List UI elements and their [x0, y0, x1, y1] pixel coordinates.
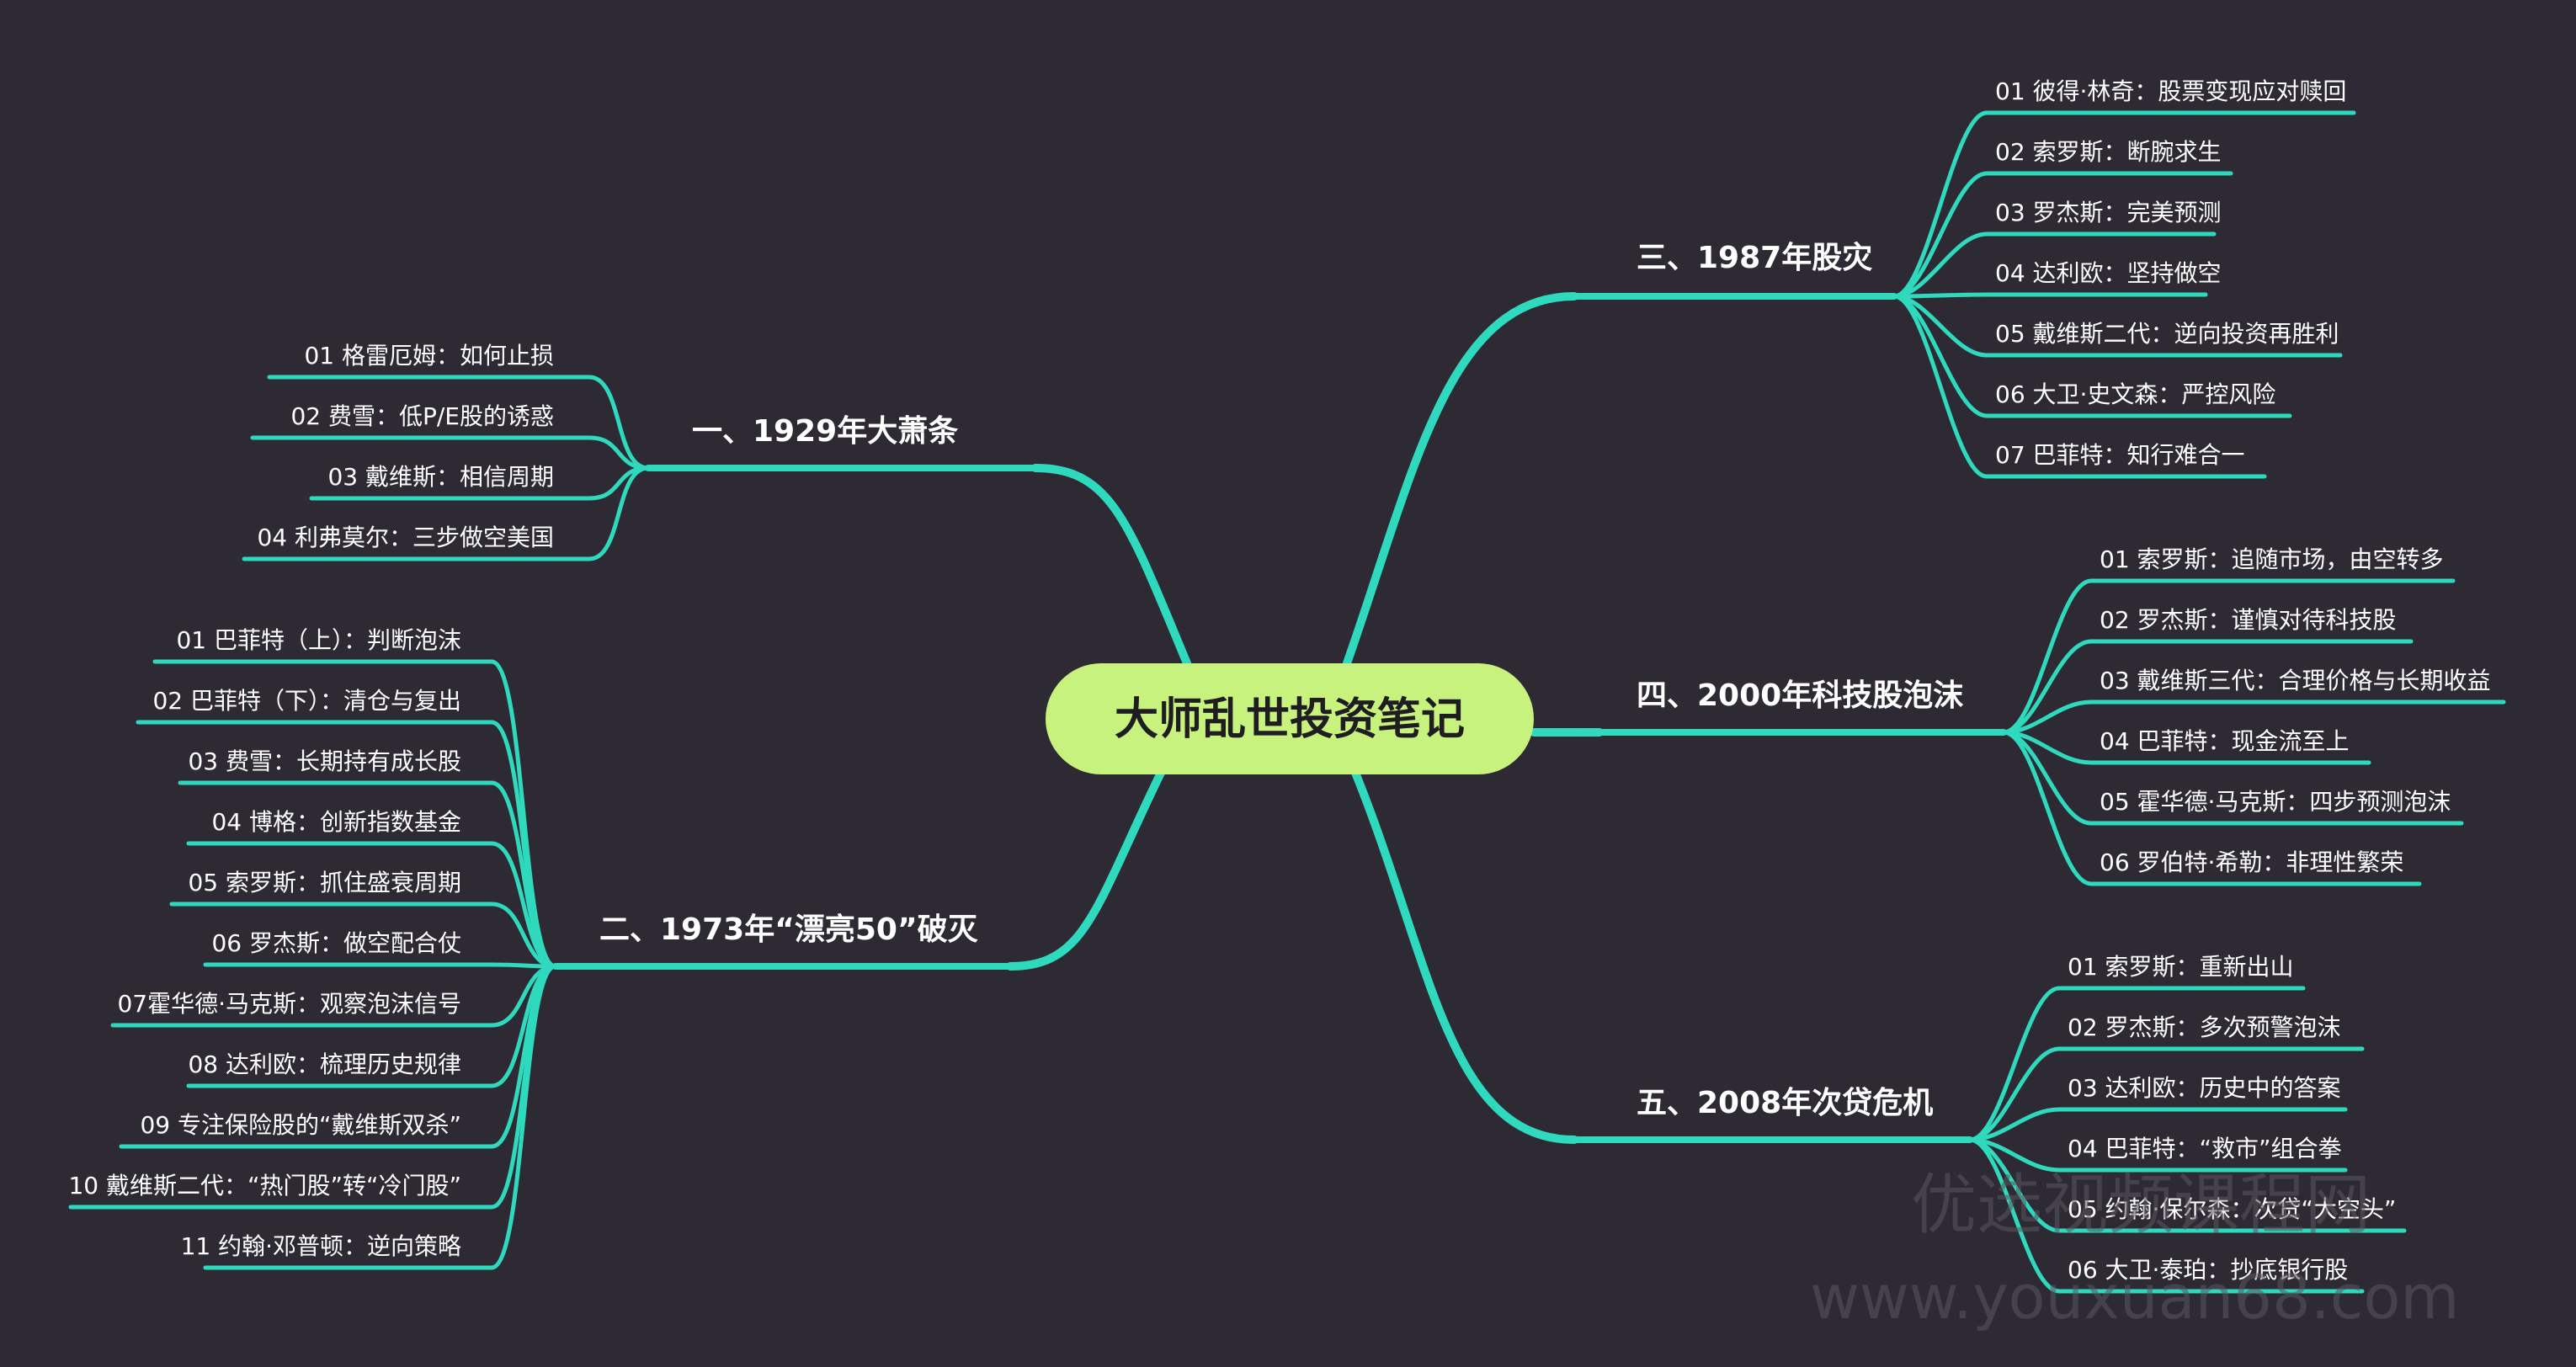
- leaf-1987-connector-6: [1892, 294, 1989, 418]
- leaf-1973-11[interactable]: 11 约翰·邓普顿：逆向策略: [181, 1232, 461, 1260]
- leaf-2000-5[interactable]: 05 霍华德·马克斯：四步预测泡沫: [2100, 788, 2451, 816]
- leaf-2008-6[interactable]: 06 大卫·泰珀：抄底银行股: [2068, 1256, 2348, 1284]
- watermark-line1: 优选视频课程网: [1911, 1168, 2371, 1243]
- leaf-2000-3[interactable]: 03 戴维斯三代：合理价格与长期收益: [2100, 667, 2491, 694]
- leaf-1929-1[interactable]: 01 格雷厄姆：如何止损: [304, 342, 554, 370]
- leaf-1973-1[interactable]: 01 巴菲特（上）：判断泡沫: [176, 626, 461, 654]
- leaf-2008-4[interactable]: 04 巴菲特：“救市”组合拳: [2068, 1135, 2342, 1162]
- connector-root-2008: [1351, 769, 1578, 1144]
- leaf-2000-connector-2: [2001, 639, 2094, 735]
- leaf-1973-8[interactable]: 08 达利欧：梳理历史规律: [188, 1051, 461, 1078]
- leaf-2008-connector-6: [1967, 1137, 2062, 1294]
- leaf-2000-2[interactable]: 02 罗杰斯：谨慎对待科技股: [2100, 606, 2397, 634]
- leaf-1929-2[interactable]: 02 费雪：低P/E股的诱惑: [290, 402, 554, 430]
- leaf-1987-2[interactable]: 02 索罗斯：断腕求生: [1995, 138, 2222, 166]
- leaf-1973-connector-4: [489, 841, 558, 969]
- leaf-1973-3[interactable]: 03 费雪：长期持有成长股: [188, 747, 461, 775]
- connector-root-1987: [1343, 292, 1578, 668]
- leaf-1973-2[interactable]: 02 巴菲特（下）：清仓与复出: [152, 687, 461, 715]
- leaf-1929-connector-1: [587, 375, 651, 471]
- branch-2008-title[interactable]: 五、2008年次贷危机: [1637, 1086, 1933, 1120]
- leaf-1973-5[interactable]: 05 索罗斯：抓住盛衰周期: [188, 869, 461, 896]
- leaf-1973-4[interactable]: 04 博格：创新指数基金: [211, 808, 461, 836]
- leaf-1987-5[interactable]: 05 戴维斯二代：逆向投资再胜利: [1995, 320, 2339, 348]
- branch-2000-title[interactable]: 四、2000年科技股泡沫: [1637, 678, 1963, 713]
- leaf-2000-connector-6: [2001, 730, 2094, 886]
- leaf-2000-6[interactable]: 06 罗伯特·希勒：非理性繁荣: [2100, 848, 2403, 876]
- leaf-underlines: [68, 110, 2506, 1294]
- branch-1929-leaves: 01 格雷厄姆：如何止损 02 费雪：低P/E股的诱惑 03 戴维斯：相信周期 …: [257, 342, 554, 551]
- branch-1987-leaves: 01 彼得·林奇：股票变现应对赎回 02 索罗斯：断腕求生 03 罗杰斯：完美预…: [1995, 77, 2346, 469]
- leaf-1929-3[interactable]: 03 戴维斯：相信周期: [327, 463, 554, 491]
- leaf-2000-connector-1: [2001, 578, 2094, 735]
- leaf-1973-connector-5: [489, 902, 558, 969]
- leaf-2008-5[interactable]: 05 约翰·保尔森：次贷“大空头”: [2068, 1195, 2396, 1223]
- connector-root-1929: [1031, 464, 1191, 668]
- leaf-1987-1[interactable]: 01 彼得·林奇：股票变现应对赎回: [1995, 77, 2346, 105]
- leaf-1929-4[interactable]: 04 利弗莫尔：三步做空美国: [257, 524, 554, 551]
- leaf-2008-connector-2: [1967, 1046, 2062, 1142]
- leaf-1973-7[interactable]: 07霍华德·马克斯：观察泡沫信号: [117, 990, 461, 1018]
- leaf-1987-7[interactable]: 07 巴菲特：知行难合一: [1995, 441, 2245, 469]
- leaf-2008-connector-1: [1967, 986, 2062, 1142]
- connector-root-1973: [1006, 767, 1166, 971]
- root-node[interactable]: 大师乱世投资笔记: [1046, 663, 1534, 774]
- watermark: 优选视频课程网 www.youxuan68.com: [1810, 1168, 2460, 1332]
- leaf-1987-3[interactable]: 03 罗杰斯：完美预测: [1995, 199, 2222, 226]
- leaf-1973-connector-2: [489, 720, 558, 969]
- leaf-2008-connector-3: [1967, 1107, 2062, 1142]
- leaf-2008-2[interactable]: 02 罗杰斯：多次预警泡沫: [2068, 1013, 2341, 1041]
- leaf-1987-connector-2: [1892, 171, 1989, 299]
- leaf-1929-connector-4: [587, 465, 651, 561]
- leaf-2000-4[interactable]: 04 巴菲特：现金流至上: [2100, 727, 2350, 755]
- leaf-1973-connector-1: [489, 659, 558, 969]
- leaf-1987-6[interactable]: 06 大卫·史文森：严控风险: [1995, 380, 2275, 408]
- leaf-1987-connector-3: [1892, 231, 1989, 299]
- branch-1973-leaves: 01 巴菲特（上）：判断泡沫 02 巴菲特（下）：清仓与复出 03 费雪：长期持…: [68, 626, 461, 1260]
- leaf-1973-9[interactable]: 09 专注保险股的“戴维斯双杀”: [140, 1111, 461, 1139]
- leaf-1987-4[interactable]: 04 达利欧：坚持做空: [1995, 259, 2222, 287]
- leaf-1987-connector-7: [1892, 294, 1989, 479]
- leaf-2008-3[interactable]: 03 达利欧：历史中的答案: [2068, 1074, 2341, 1102]
- leaf-2008-1[interactable]: 01 索罗斯：重新出山: [2068, 953, 2294, 981]
- connector-lines: [489, 110, 2094, 1294]
- root-node-box: [1046, 663, 1534, 774]
- branch-2008-leaves: 01 索罗斯：重新出山 02 罗杰斯：多次预警泡沫 03 达利欧：历史中的答案 …: [2068, 953, 2396, 1284]
- leaf-1987-connector-1: [1892, 110, 1989, 299]
- leaf-2000-1[interactable]: 01 索罗斯：追随市场，由空转多: [2100, 545, 2444, 573]
- branch-2000-leaves: 01 索罗斯：追随市场，由空转多 02 罗杰斯：谨慎对待科技股 03 戴维斯三代…: [2100, 545, 2491, 876]
- root-title: 大师乱世投资笔记: [1115, 694, 1465, 745]
- leaf-1987-connector-4: [1892, 292, 1989, 299]
- leaf-1973-10[interactable]: 10 戴维斯二代：“热门股”转“冷门股”: [68, 1172, 461, 1199]
- leaf-2000-connector-3: [2001, 699, 2094, 735]
- branch-1929-title[interactable]: 一、1929年大萧条: [692, 414, 958, 449]
- leaf-1973-connector-11: [489, 964, 558, 1270]
- branch-1973-title[interactable]: 二、1973年“漂亮50”破灭: [599, 912, 978, 947]
- leaf-1973-connector-10: [489, 964, 558, 1210]
- watermark-line2: www.youxuan68.com: [1810, 1262, 2460, 1332]
- branch-1987-title[interactable]: 三、1987年股灾: [1637, 241, 1872, 275]
- leaf-1973-6[interactable]: 06 罗杰斯：做空配合仗: [211, 929, 461, 957]
